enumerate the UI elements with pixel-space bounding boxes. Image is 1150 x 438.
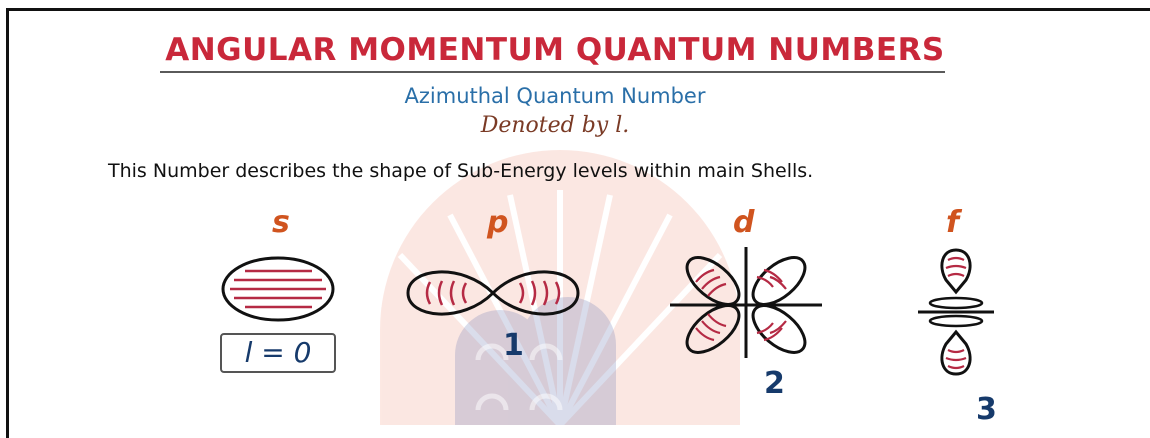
orbital-letter-f: f bbox=[946, 205, 960, 240]
p-value: 1 bbox=[503, 328, 524, 363]
f-value: 3 bbox=[976, 392, 997, 427]
page-title: ANGULAR MOMENTUM QUANTUM NUMBERS bbox=[165, 32, 945, 68]
d-orbital-shape bbox=[670, 247, 822, 358]
orbital-shapes bbox=[221, 247, 994, 376]
watermark-logo bbox=[380, 150, 740, 425]
d-value: 2 bbox=[764, 366, 785, 401]
denoted-text: Denoted by l. bbox=[480, 113, 630, 138]
orbital-letter-p: p bbox=[487, 205, 509, 240]
f-orbital-shape bbox=[918, 248, 994, 376]
title-underline bbox=[160, 71, 945, 73]
description-text: This Number describes the shape of Sub-E… bbox=[108, 160, 814, 182]
s-value-box: l = 0 bbox=[220, 333, 336, 373]
subtitle: Azimuthal Quantum Number bbox=[404, 84, 706, 108]
s-orbital-shape bbox=[221, 256, 335, 322]
slide-frame bbox=[6, 8, 1150, 438]
p-orbital-shape bbox=[406, 270, 580, 316]
orbital-letter-d: d bbox=[733, 205, 755, 240]
orbital-letter-s: s bbox=[272, 205, 290, 240]
